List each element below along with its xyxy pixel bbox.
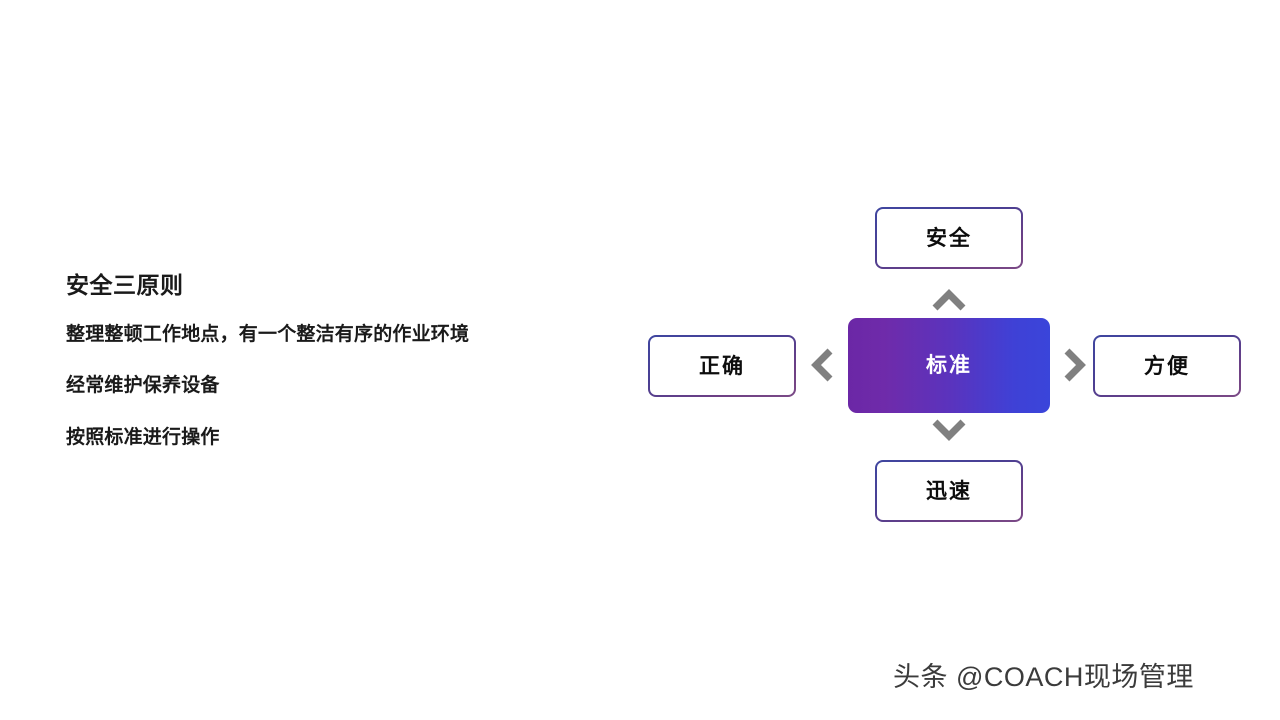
standard-diagram: 安全 正确 方便 迅速 标准 [640, 195, 1260, 535]
principle-line-3: 按照标准进行操作 [66, 427, 220, 449]
panel-title: 安全三原则 [66, 272, 184, 298]
diagram-node-correct[interactable]: 正确 [648, 335, 796, 397]
diagram-node-rapid-label: 迅速 [926, 479, 972, 503]
chevron-down-icon [932, 413, 966, 447]
principle-line-2: 经常维护保养设备 [66, 375, 220, 397]
diagram-node-convenient[interactable]: 方便 [1093, 335, 1241, 397]
chevron-left-icon [805, 348, 839, 382]
text-panel: 安全三原则 整理整顿工作地点，有一个整洁有序的作业环境 经常维护保养设备 按照标… [66, 272, 626, 450]
diagram-node-safety-label: 安全 [926, 226, 972, 250]
watermark-text: 头条 @COACH现场管理 [893, 662, 1194, 692]
chevron-up-icon [932, 283, 966, 317]
chevron-right-icon [1058, 348, 1092, 382]
diagram-node-standard[interactable]: 标准 [848, 318, 1050, 413]
diagram-node-safety[interactable]: 安全 [875, 207, 1023, 269]
diagram-node-convenient-label: 方便 [1144, 354, 1190, 378]
principle-line-1: 整理整顿工作地点，有一个整洁有序的作业环境 [66, 323, 470, 345]
diagram-node-standard-label: 标准 [926, 354, 972, 377]
diagram-node-correct-label: 正确 [699, 354, 745, 378]
diagram-node-rapid[interactable]: 迅速 [875, 460, 1023, 522]
